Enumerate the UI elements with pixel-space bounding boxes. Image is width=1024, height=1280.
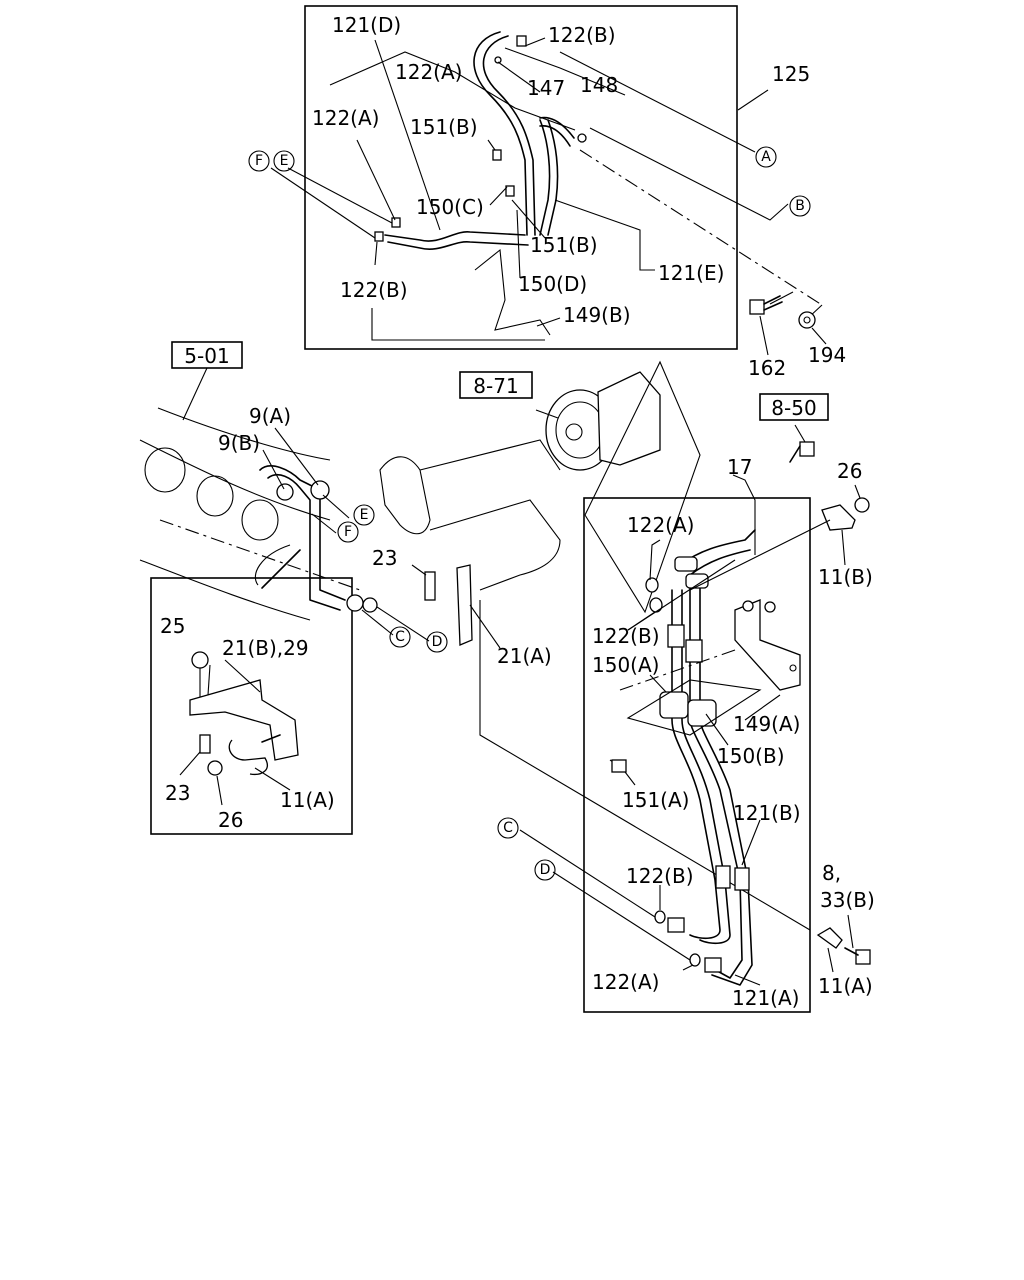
marker-F-top: F: [248, 150, 270, 172]
svg-text:D: D: [540, 862, 551, 878]
label-26-box: 26: [218, 808, 243, 832]
ref-5-01[interactable]: 5-01: [171, 341, 243, 369]
label-122A-right: 122(A): [627, 513, 694, 537]
marker-D-right: D: [534, 859, 556, 881]
label-125: 125: [772, 62, 810, 86]
svg-text:D: D: [432, 634, 443, 650]
left-detail-parts: [179, 651, 299, 806]
label-150D: 150(D): [518, 272, 587, 296]
label-121B: 121(B): [733, 801, 801, 825]
svg-text:F: F: [255, 153, 263, 169]
label-122B-top: 122(B): [548, 23, 616, 47]
right-pipe-assembly: [645, 529, 756, 986]
svg-text:E: E: [360, 507, 369, 523]
label-9B: 9(B): [218, 431, 260, 455]
ref-label-5-01: 5-01: [184, 344, 229, 368]
label-11B: 11(B): [818, 565, 873, 589]
svg-text:F: F: [344, 524, 352, 540]
left-detail-frame: [150, 577, 353, 835]
ref-8-71[interactable]: 8-71: [459, 371, 533, 399]
engine-block: [139, 367, 561, 621]
clamp-11A-right: [816, 914, 871, 973]
label-8: 8,: [822, 861, 841, 885]
label-11A-right: 11(A): [818, 974, 873, 998]
label-162: 162: [748, 356, 786, 380]
upper-leaders: [270, 37, 789, 341]
label-121E: 121(E): [658, 261, 724, 285]
bolt-8-50: [789, 424, 815, 463]
label-122A-left: 122(A): [312, 106, 379, 130]
label-25: 25: [160, 614, 185, 638]
svg-text:A: A: [761, 149, 771, 165]
label-33B: 33(B): [820, 888, 875, 912]
label-23-main: 23: [372, 546, 397, 570]
marker-E-top: E: [273, 150, 295, 172]
label-151B-lower: 151(B): [530, 233, 598, 257]
label-150A: 150(A): [592, 653, 659, 677]
label-150B: 150(B): [717, 744, 785, 768]
label-21A: 21(A): [497, 644, 552, 668]
marker-D-engine: D: [426, 631, 448, 653]
marker-C-right: C: [497, 817, 519, 839]
bracket-149A: [626, 599, 801, 736]
right-detail-frame: [583, 497, 811, 1013]
label-23-box: 23: [165, 781, 190, 805]
part-labels: 121(D) 122(B) 122(A) 147 148 125 122(A) …: [160, 13, 875, 1010]
upper-pipe-assembly: [374, 31, 587, 336]
label-9A: 9(A): [249, 404, 291, 428]
label-151A: 151(A): [622, 788, 689, 812]
svg-text:B: B: [795, 198, 805, 214]
label-149A: 149(A): [733, 712, 800, 736]
label-150C: 150(C): [416, 195, 484, 219]
label-122B-right: 122(B): [592, 624, 660, 648]
bolt-162: [749, 295, 783, 356]
marker-C-engine: C: [389, 626, 411, 648]
ref-label-8-50: 8-50: [771, 396, 816, 420]
svg-text:E: E: [280, 153, 289, 169]
label-151B-upper: 151(B): [410, 115, 478, 139]
label-121A: 121(A): [732, 986, 799, 1010]
label-149B: 149(B): [563, 303, 631, 327]
centerline-upper: [579, 149, 823, 306]
label-147: 147: [527, 76, 565, 100]
label-122B-lower: 122(B): [626, 864, 694, 888]
label-122A-lower: 122(A): [592, 970, 659, 994]
svg-text:C: C: [395, 629, 405, 645]
ref-label-8-71: 8-71: [473, 374, 518, 398]
clamp-11B: [689, 484, 870, 591]
label-122B-left: 122(B): [340, 278, 408, 302]
engine-hoses: [254, 427, 430, 642]
marker-E-engine: E: [353, 504, 375, 526]
marker-F-engine: F: [337, 521, 359, 543]
label-21B-29: 21(B),29: [222, 636, 309, 660]
nut-194: [798, 311, 827, 345]
compressor: [535, 360, 701, 614]
label-122A-top: 122(A): [395, 60, 462, 84]
bracket-21A: [411, 564, 811, 931]
label-17: 17: [727, 455, 752, 479]
svg-text:C: C: [503, 820, 513, 836]
right-leaders: [519, 474, 781, 986]
label-11A-box: 11(A): [280, 788, 335, 812]
marker-B: B: [789, 195, 811, 217]
label-194: 194: [808, 343, 846, 367]
label-121D: 121(D): [332, 13, 401, 37]
label-148: 148: [580, 73, 618, 97]
label-26-right: 26: [837, 459, 862, 483]
marker-A: A: [755, 146, 777, 168]
ref-8-50[interactable]: 8-50: [759, 393, 829, 421]
